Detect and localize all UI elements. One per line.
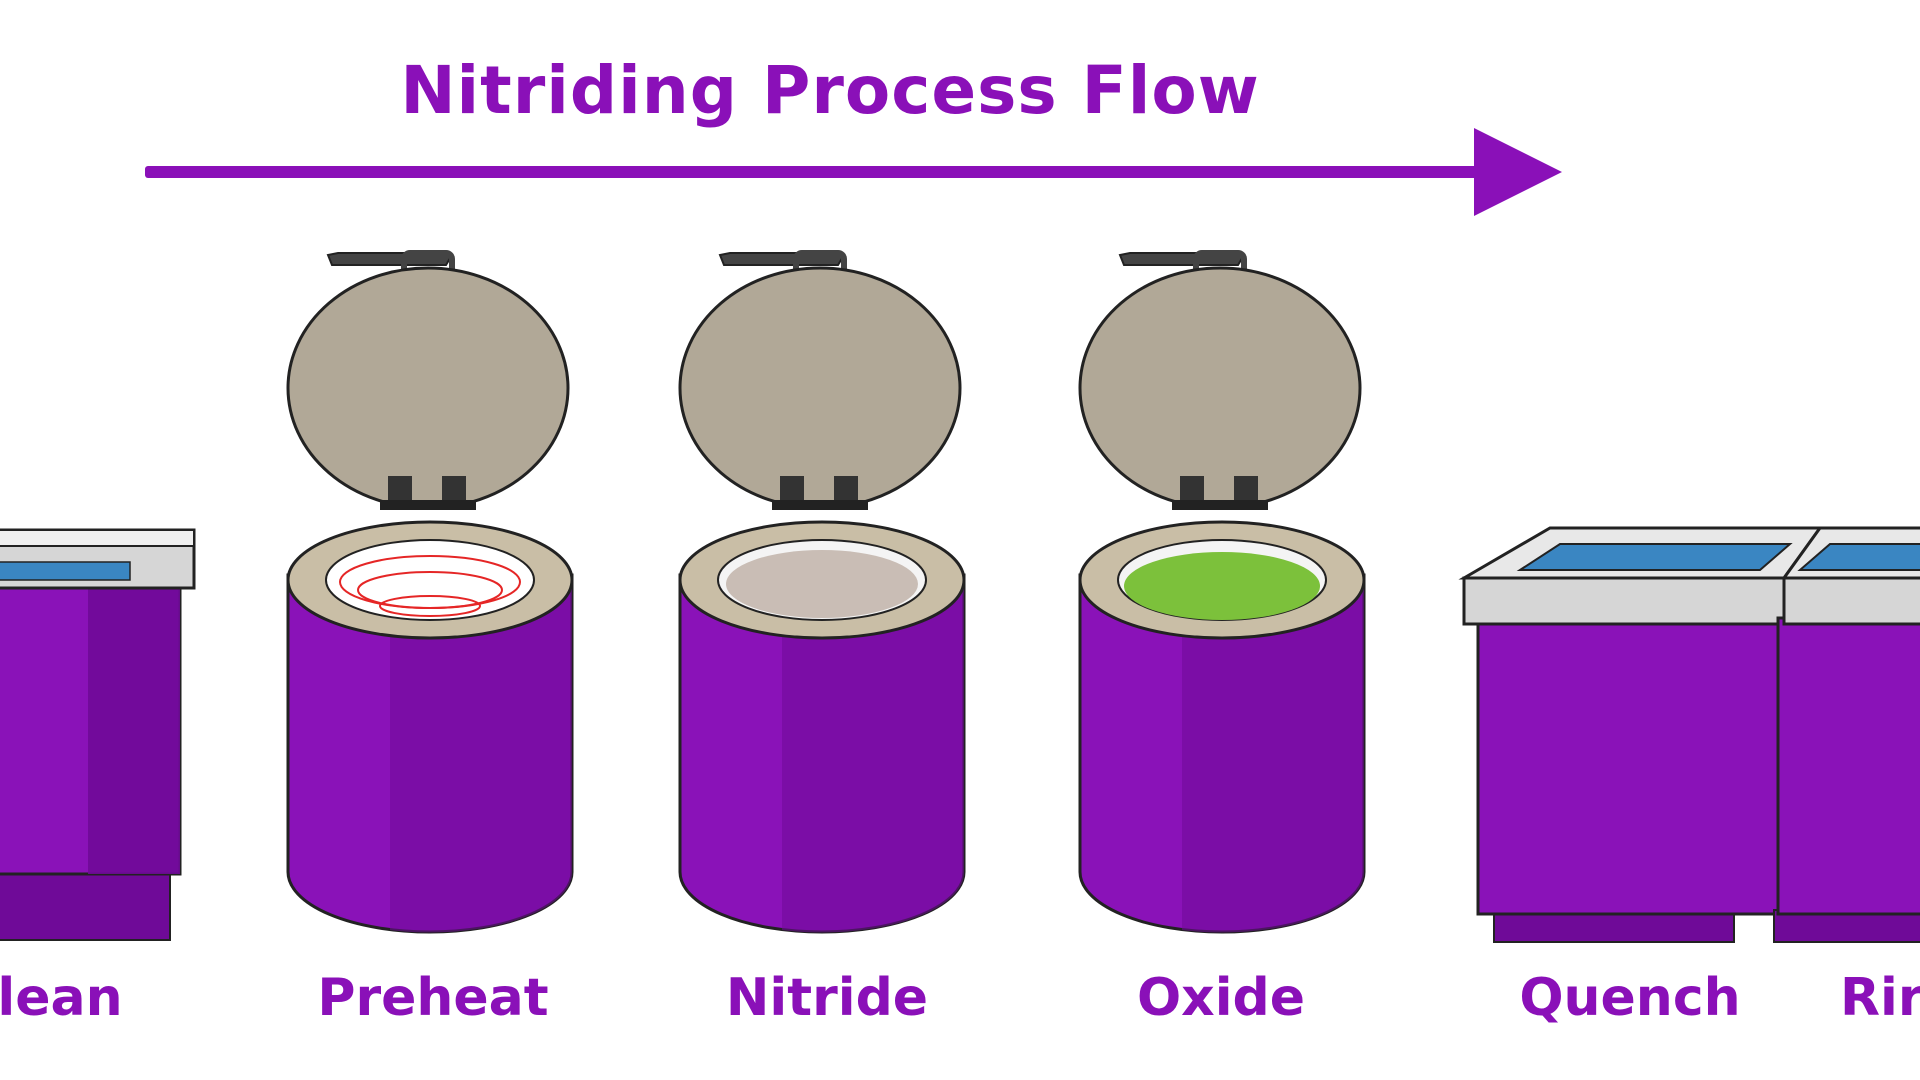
furnace-icon-nitride — [678, 250, 966, 934]
tank-icon-clean — [0, 528, 196, 941]
hinge-icon — [1172, 476, 1268, 510]
stage-label-rinse: Rir — [1840, 968, 1920, 1028]
hinge-icon — [380, 476, 476, 510]
furnace-icon-oxide — [1078, 250, 1366, 934]
diagram-title: Nitriding Process Flow — [400, 52, 1260, 129]
stage-label-clean: lean — [0, 968, 123, 1028]
hinge-icon — [772, 476, 868, 510]
stage-label-oxide: Oxide — [1136, 968, 1306, 1028]
tank-icon-rinse — [1773, 526, 1920, 943]
tank-icon-quench — [1458, 526, 1823, 943]
stage-label-nitride: Nitride — [725, 968, 929, 1028]
flow-arrow-icon — [145, 128, 1562, 216]
stage-label-preheat: Preheat — [317, 968, 549, 1028]
stage-label-quench: Quench — [1519, 968, 1741, 1028]
furnace-icon-preheat — [286, 250, 574, 934]
